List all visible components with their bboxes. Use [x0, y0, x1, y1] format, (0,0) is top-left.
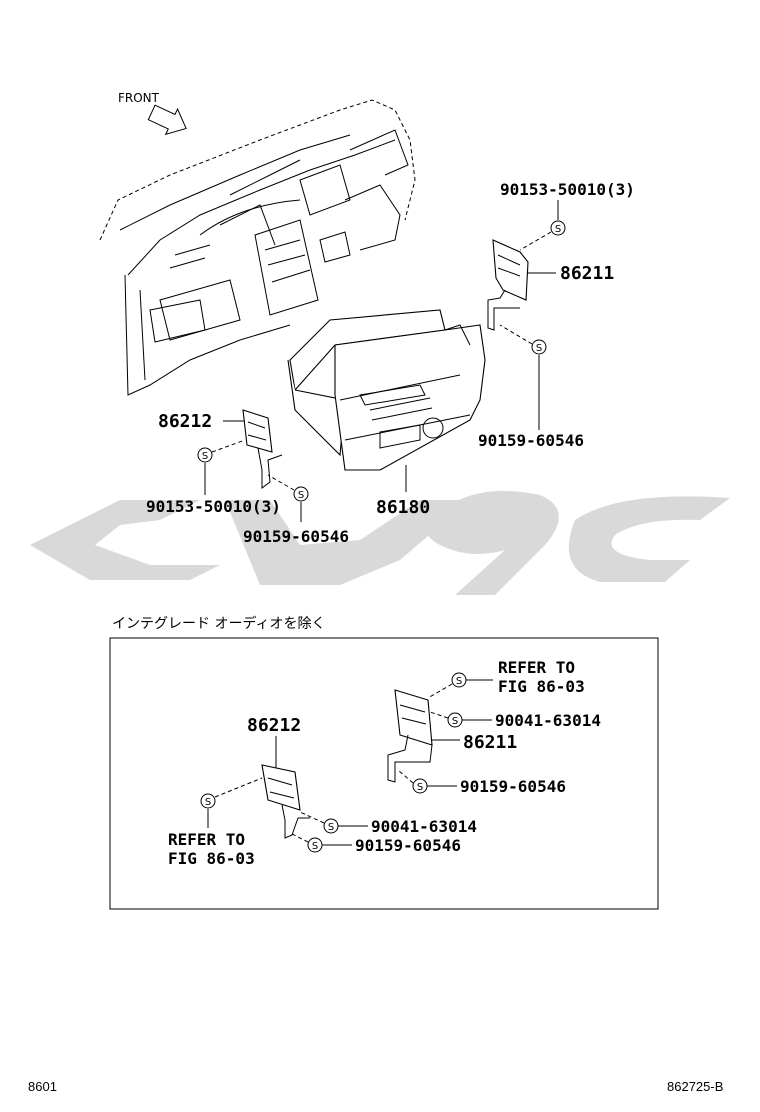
section-note: インテグレード オーディオを除く	[112, 615, 325, 632]
top-callouts: 90153-50010(3) S 86211 S 90159-60546 862…	[146, 180, 635, 546]
inset-callouts: S REFER TO FIG 86-03 S 90041-63014 86211…	[168, 658, 601, 868]
svg-text:S: S	[312, 841, 318, 852]
svg-text:S: S	[536, 343, 542, 354]
svg-text:S: S	[452, 716, 458, 727]
inset-part-label-86212: 86212	[247, 715, 301, 736]
inset-part-label-90159-left: 90159-60546	[355, 836, 461, 855]
part-label-90159-lower: 90159-60546	[243, 527, 349, 546]
part-label-86212: 86212	[158, 411, 212, 432]
fastener-s-icon: S	[307, 837, 323, 853]
svg-text:S: S	[328, 822, 334, 833]
front-arrow: FRONT	[118, 91, 187, 136]
fastener-s-icon: S	[412, 778, 428, 794]
svg-text:S: S	[202, 451, 208, 462]
inset-part-label-86211: 86211	[463, 732, 517, 753]
inset-bracket-86212	[261, 764, 310, 839]
part-label-90159-right: 90159-60546	[478, 431, 584, 450]
instrument-panel	[99, 99, 416, 396]
refer-a-line2: FIG 86-03	[498, 677, 585, 696]
svg-text:S: S	[555, 224, 561, 235]
inset-bracket-86211	[387, 689, 433, 783]
front-arrow-icon	[147, 104, 187, 136]
refer-a-line1: REFER TO	[498, 658, 575, 677]
bracket-86211	[487, 239, 529, 331]
inset-part-label-90159-right: 90159-60546	[460, 777, 566, 796]
svg-text:S: S	[417, 782, 423, 793]
fastener-s-icon: S	[447, 712, 463, 728]
fastener-s-icon: S	[197, 447, 213, 463]
inset-part-label-90041-right: 90041-63014	[495, 711, 601, 730]
fastener-s-icon: S	[531, 339, 547, 355]
part-label-86211: 86211	[560, 263, 614, 284]
part-label-86180: 86180	[376, 497, 430, 518]
footer-left-code: 8601	[28, 1079, 57, 1094]
bracket-86212	[242, 409, 283, 489]
fastener-s-icon: S	[323, 818, 339, 834]
fastener-s-icon: S	[550, 220, 566, 236]
inset-frame	[109, 637, 659, 910]
watermark	[30, 490, 730, 595]
svg-text:S: S	[456, 676, 462, 687]
part-label-90153-upper: 90153-50010(3)	[500, 180, 635, 199]
fastener-s-icon: S	[200, 793, 216, 809]
footer-right-code: 862725-B	[667, 1079, 723, 1094]
fastener-s-icon: S	[293, 486, 309, 502]
inset-part-label-90041-left: 90041-63014	[371, 817, 477, 836]
part-label-90153-lower: 90153-50010(3)	[146, 497, 281, 516]
refer-b-line2: FIG 86-03	[168, 849, 255, 868]
audio-head-unit	[287, 309, 486, 471]
fastener-s-icon: S	[451, 672, 467, 688]
svg-text:S: S	[205, 797, 211, 808]
refer-b-line1: REFER TO	[168, 830, 245, 849]
svg-text:S: S	[298, 490, 304, 501]
front-label: FRONT	[118, 91, 160, 105]
